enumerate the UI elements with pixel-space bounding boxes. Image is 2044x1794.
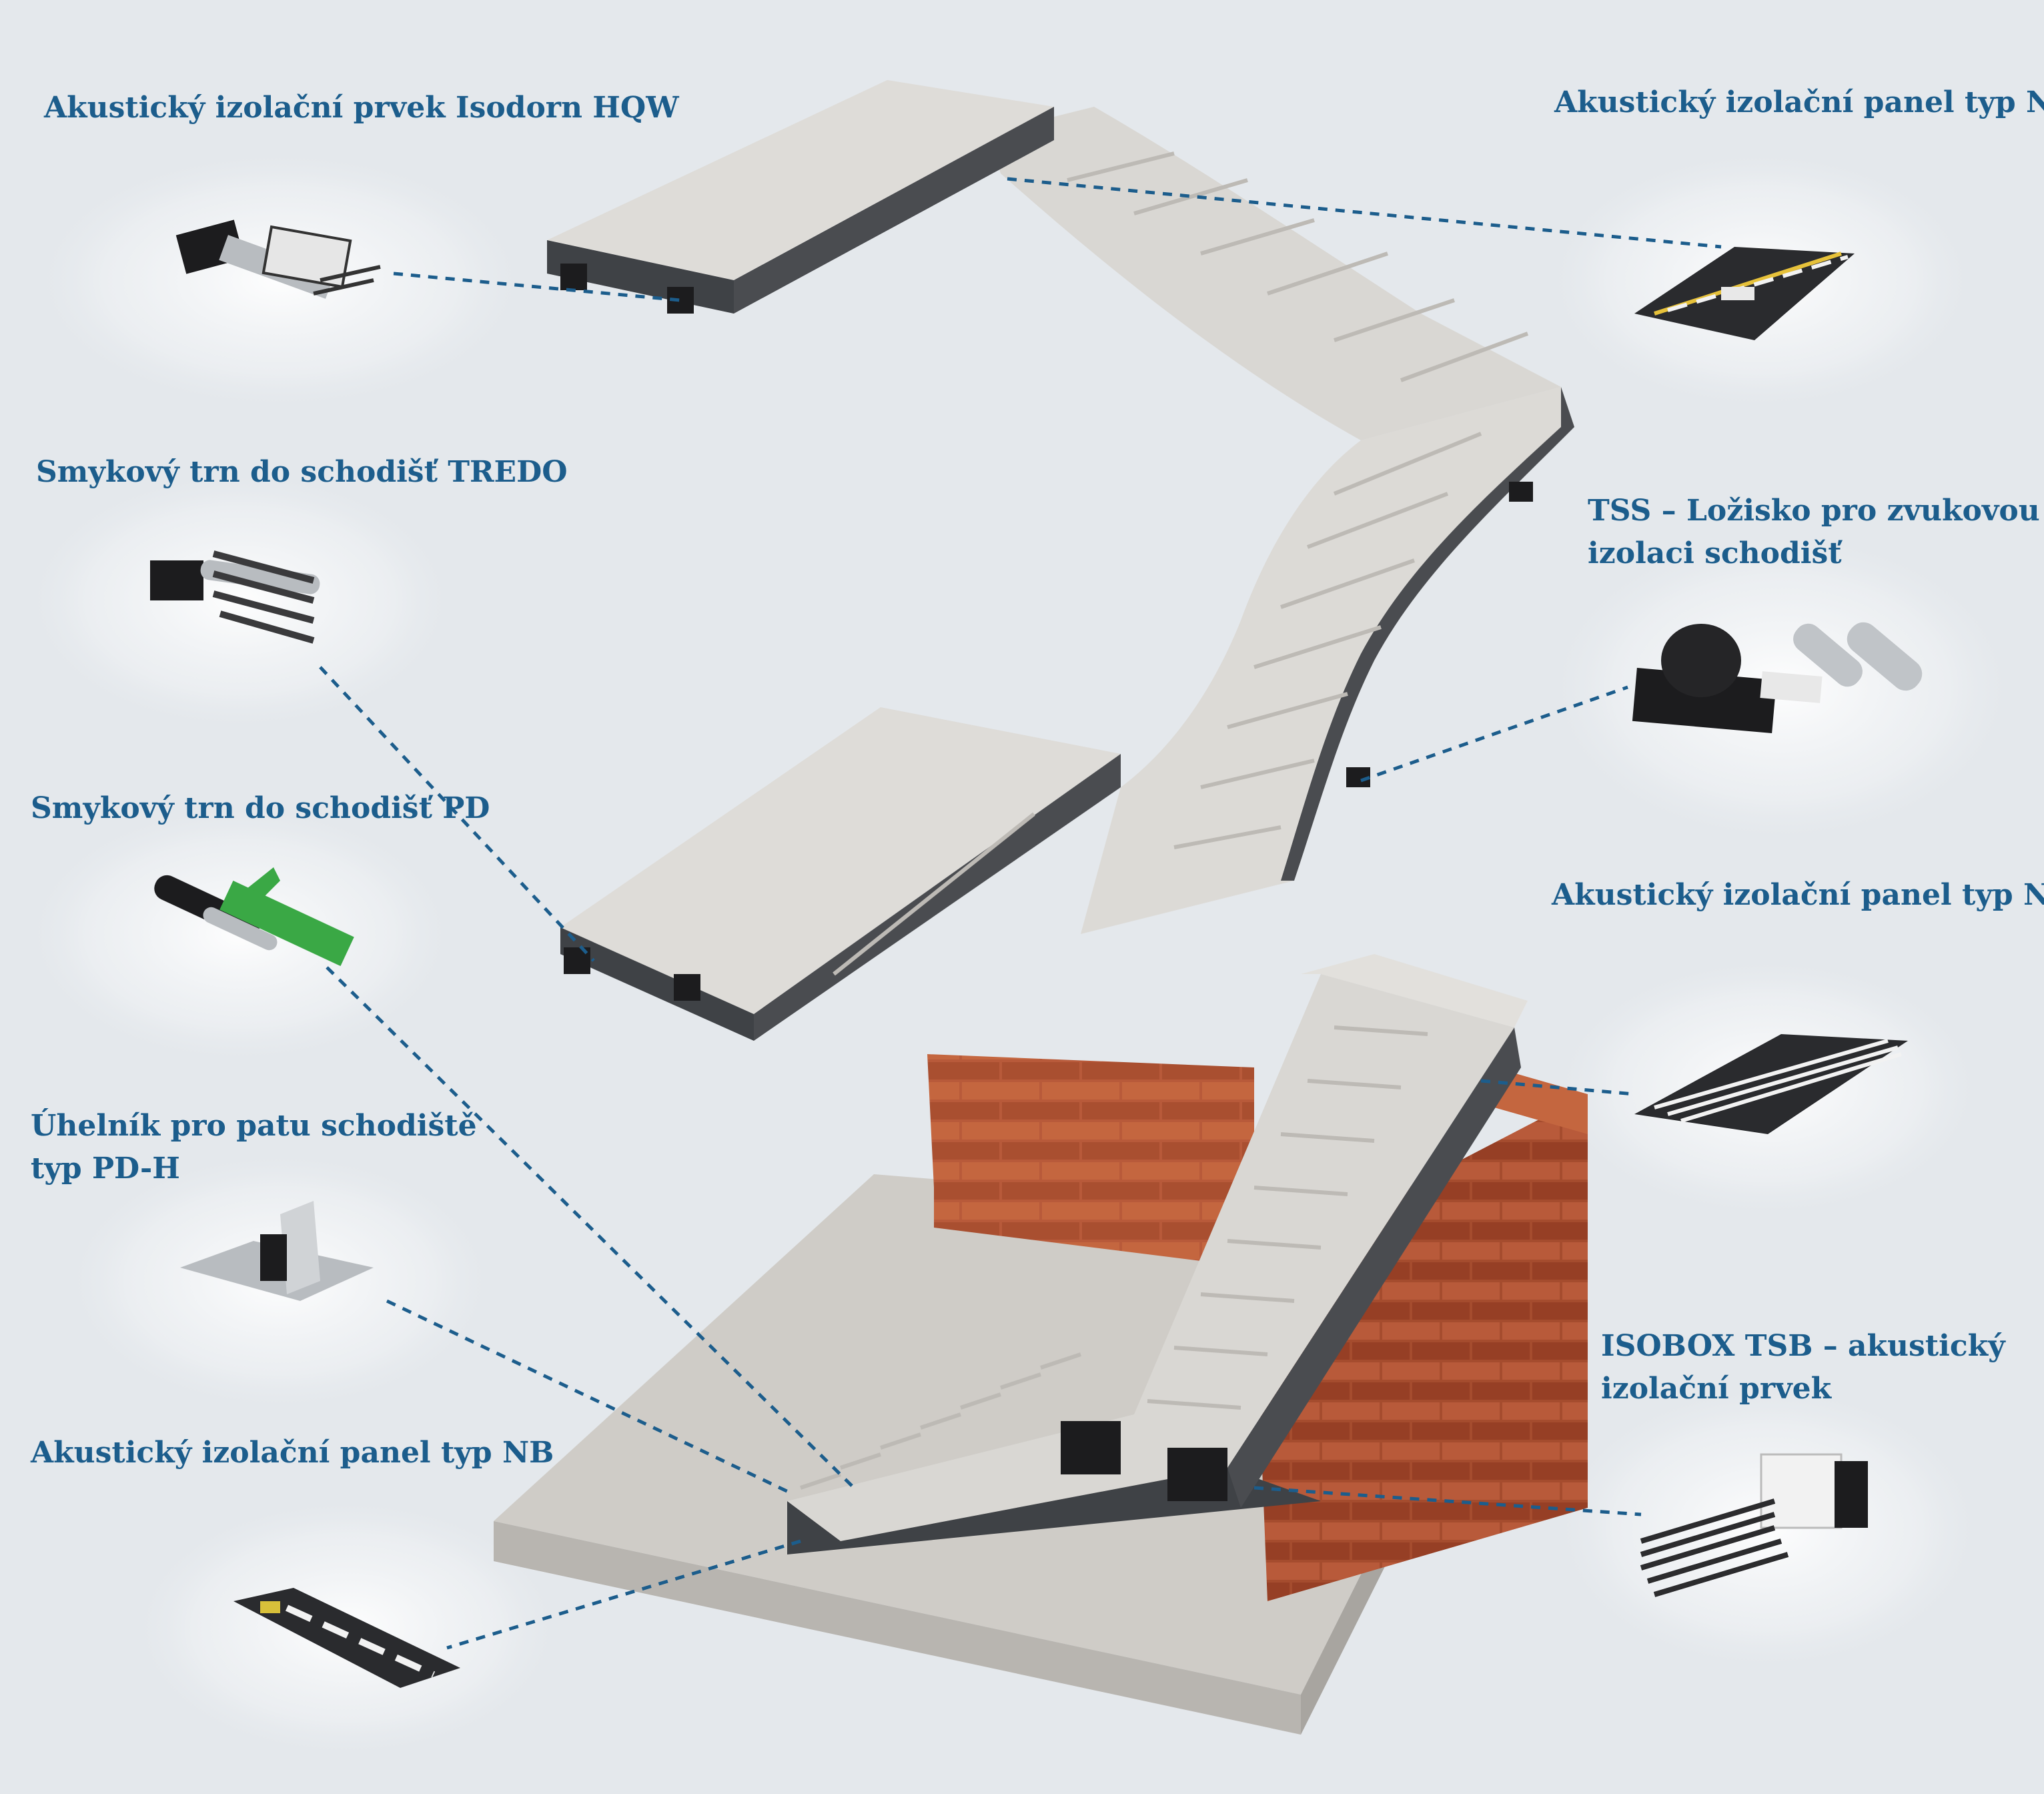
pd-h-angle-product-icon	[180, 1201, 374, 1301]
label-pd-h-line2: typ PD-H	[31, 1152, 180, 1186]
label-isobox-line1: ISOBOX TSB – akustický	[1601, 1329, 2005, 1363]
label-pd: Smykový trn do schodišť PD	[31, 787, 490, 830]
label-tss-line2: izolaci schodišť	[1588, 536, 1842, 570]
tss-bearing-product-icon	[1632, 622, 1923, 733]
label-nb: Akustický izolační panel typ NB	[31, 1432, 554, 1474]
middle-landing	[560, 707, 1121, 1041]
label-nb-text: Akustický izolační panel typ NB	[31, 1436, 554, 1470]
isobox-tsb-product-icon	[1640, 1453, 1868, 1597]
label-nl: Akustický izolační panel typ NL	[1552, 874, 2044, 917]
isodorn-hqw-product-icon	[175, 219, 381, 299]
label-isodorn-hqw-text: Akustický izolační prvek Isodorn HQW	[44, 91, 679, 125]
label-tss: TSS – Ložisko pro zvukovou izolaci schod…	[1588, 490, 2040, 575]
pd-dowel-product-icon	[154, 867, 354, 967]
label-isodorn-hqw: Akustický izolační prvek Isodorn HQW	[44, 87, 679, 129]
label-pd-h-line1: Úhelník pro patu schodiště	[31, 1109, 477, 1143]
label-isobox: ISOBOX TSB – akustický izolační prvek	[1601, 1325, 2005, 1410]
top-landing	[547, 80, 1054, 314]
label-tredo-text: Smykový trn do schodišť TREDO	[36, 455, 568, 489]
nl-panel-product-icon	[1634, 1034, 1908, 1134]
label-tredo: Smykový trn do schodišť TREDO	[36, 451, 568, 494]
label-isobox-line2: izolační prvek	[1601, 1372, 1832, 1406]
brick-wall-back	[927, 1054, 1254, 1268]
tredo-dowel-product-icon	[150, 550, 320, 644]
label-tss-line1: TSS – Ložisko pro zvukovou	[1588, 494, 2040, 528]
lower-stair-flight	[787, 954, 1528, 1554]
upper-stair-flight	[987, 107, 1561, 440]
label-nl-text: Akustický izolační panel typ NL	[1552, 878, 2044, 912]
nb-panel-product-icon	[233, 1588, 460, 1688]
label-nf: Akustický izolační panel typ NF	[1554, 81, 2044, 124]
label-pd-h: Úhelník pro patu schodiště typ PD-H	[31, 1105, 477, 1190]
label-pd-text: Smykový trn do schodišť PD	[31, 791, 490, 825]
winding-stair-flight	[1081, 387, 1574, 934]
nf-panel-product-icon	[1634, 247, 1855, 340]
label-nf-text: Akustický izolační panel typ NF	[1554, 85, 2044, 119]
leader-lines	[319, 177, 1722, 1650]
